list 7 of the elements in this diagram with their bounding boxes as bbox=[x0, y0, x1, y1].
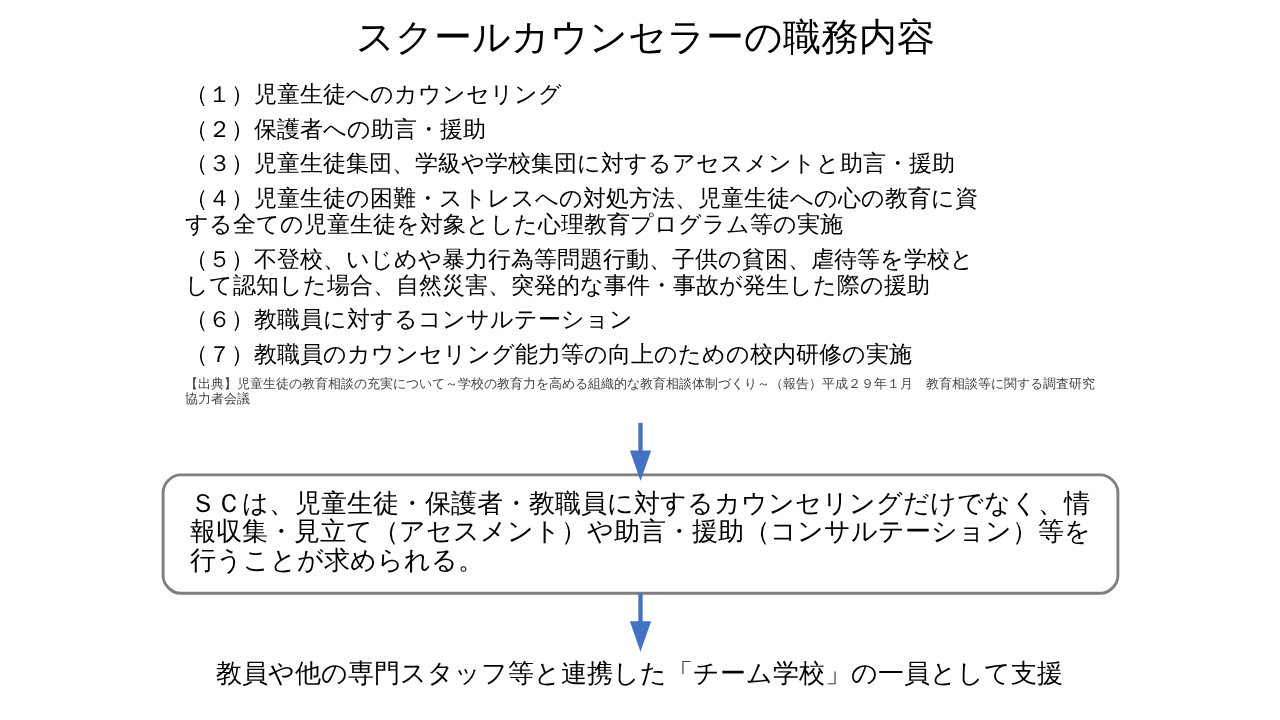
node-text: （１）児童生徒へのカウンセリング （２）保護者への助言・援助 （３）児童生徒集団、学級や学校集団に対するアセスメントと助言・援助 （４）児童生徒の困難・ストレスへの対処方法、児童生徒への心の教育に資する全ての児童生徒を対象とした心理教育プログラム等の実施 （５）不登校、いじめや暴力行為等問題行動、子供の貧困、虐待等を学校として認知した場合、自然災害、突発的な事件・事故が発生した際の援助 （６）教職員に対するコンサルテーション （７）教職員のカウンセリング能力等の向上のための校内研修の実施 bbox=[185, 80, 978, 367]
diagram-title: スクールカウンセラーの職務内容 bbox=[355, 14, 935, 59]
arrow bbox=[629, 593, 651, 652]
arrow bbox=[629, 422, 651, 481]
node-text: 教員や他の専門スタッフ等と連携した「チーム学校」の一員として支援 bbox=[215, 657, 1063, 688]
node-box: ＳＣは、児童生徒・保護者・教職員に対するカウンセリングだけでなく、情報収集・見立て（アセスメント）や助言・援助（コンサルテーション）等を行うことが求められる。 bbox=[161, 473, 1119, 595]
node-label: 【出典】児童生徒の教育相談の充実について～学校の教育力を高める組織的な教育相談体制づくり～（報告）平成２９年１月 教育相談等に関する調査研究協力者会議 bbox=[185, 376, 1095, 406]
